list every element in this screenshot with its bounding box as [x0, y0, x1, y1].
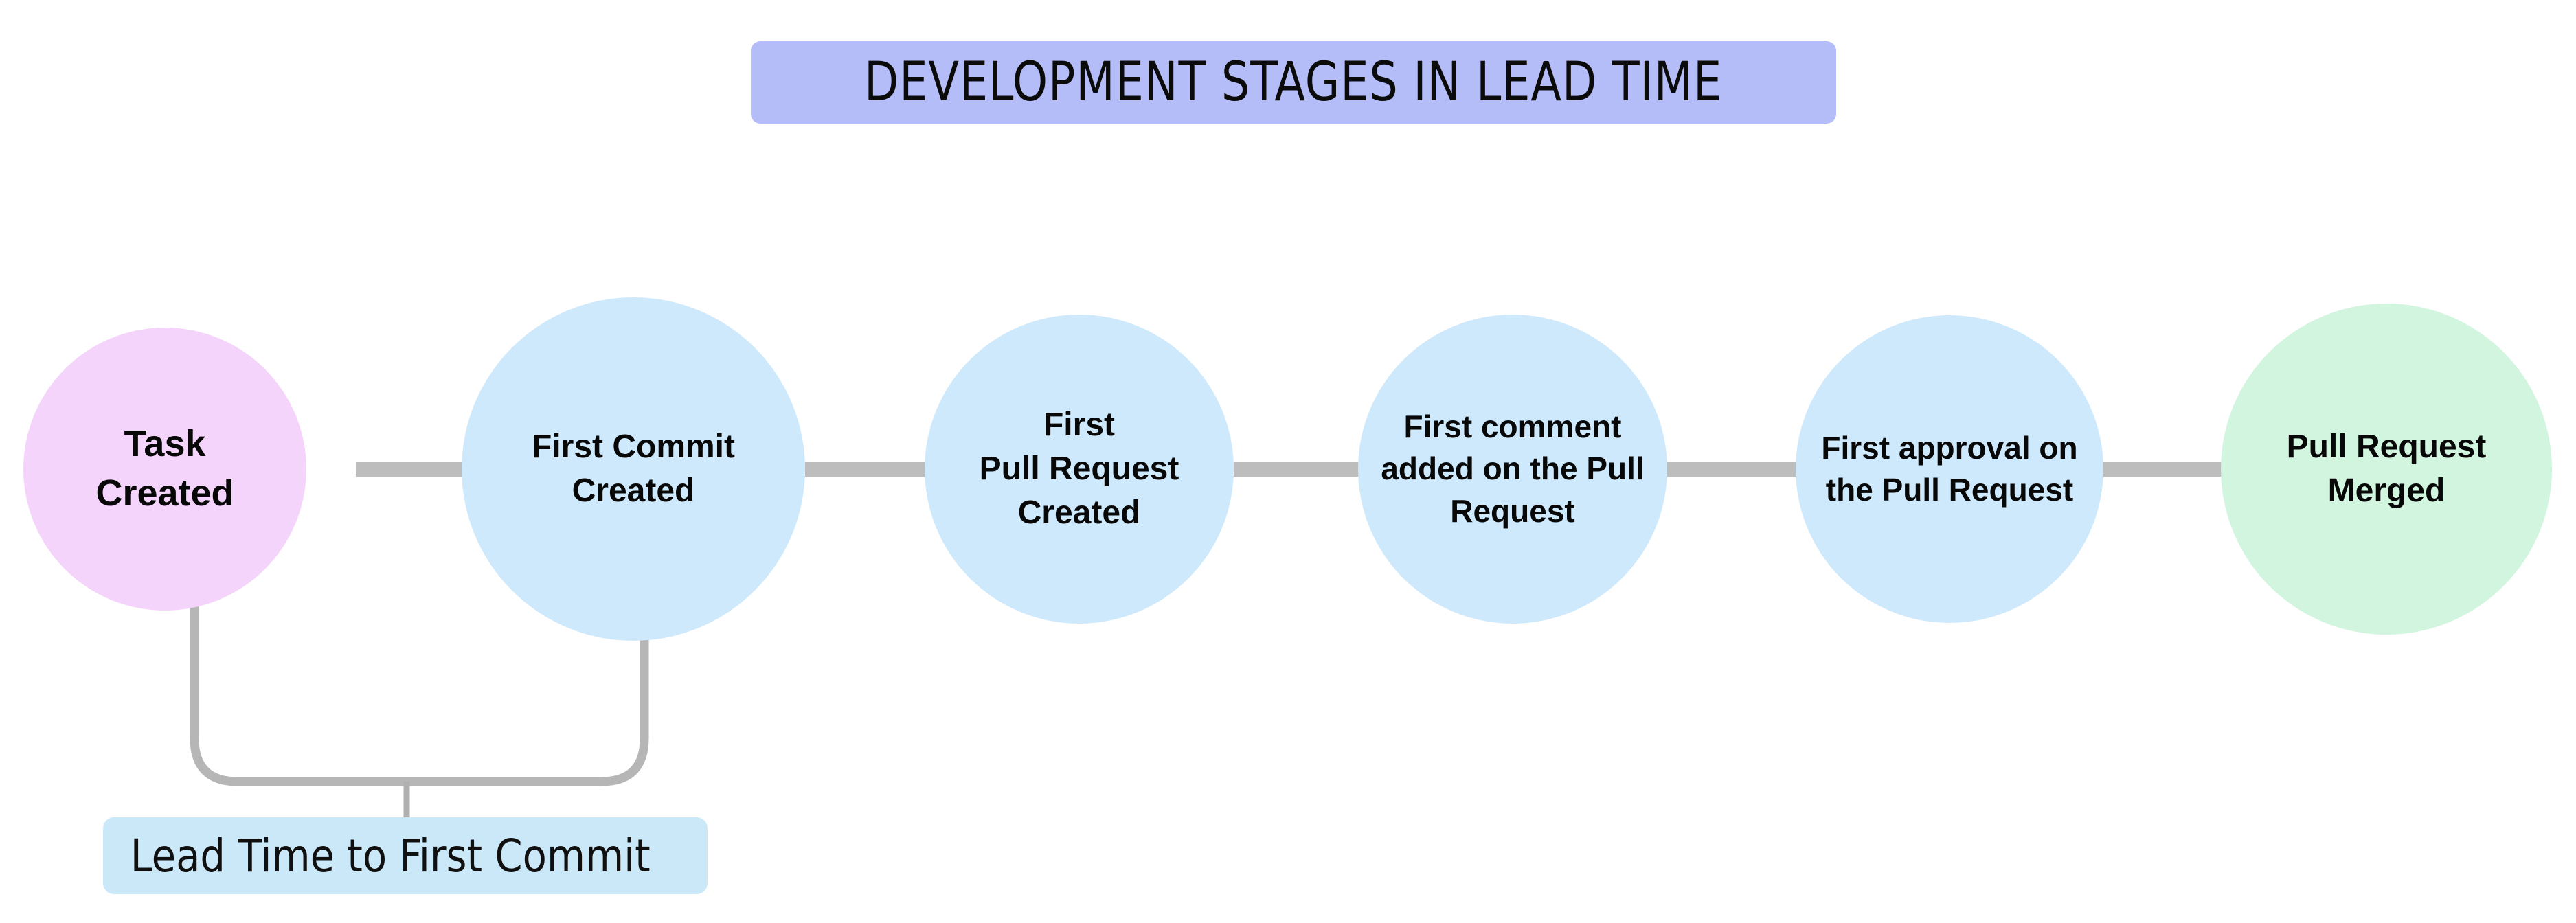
stage-label-pull-request-merged: Pull Request Merged — [2286, 429, 2487, 509]
connector-first-approval-to-merged — [2103, 461, 2222, 477]
stage-node-first-comment-added[interactable]: First comment added on the Pull Request — [1358, 315, 1667, 624]
stage-label-first-pull-request-created: First Pull Request Created — [979, 407, 1179, 531]
stage-node-task-created[interactable]: Task Created — [23, 328, 306, 611]
stage-node-pull-request-merged[interactable]: Pull Request Merged — [2221, 304, 2552, 635]
connector-first-commit-to-first-pr — [805, 461, 926, 477]
stage-label-first-commit-created: First Commit Created — [531, 429, 735, 509]
lead-time-annotation-box[interactable]: Lead Time to First Commit — [103, 817, 708, 894]
stage-node-first-commit-created[interactable]: First Commit Created — [462, 297, 805, 641]
stage-node-first-approval[interactable]: First approval on the Pull Request — [1796, 315, 2103, 623]
connector-task-to-first-commit — [356, 461, 464, 477]
page-title: DEVELOPMENT STAGES IN LEAD TIME — [864, 52, 1723, 113]
stage-label-first-approval: First approval on the Pull Request — [1821, 429, 2078, 508]
lead-time-bracket — [190, 597, 649, 821]
connector-first-pr-to-first-comment — [1234, 461, 1359, 477]
connector-first-comment-to-first-approval — [1667, 461, 1796, 477]
lead-time-annotation-label: Lead Time to First Commit — [130, 829, 651, 882]
diagram-title-banner: DEVELOPMENT STAGES IN LEAD TIME — [751, 41, 1836, 124]
stage-label-task-created: Task Created — [95, 423, 234, 514]
stage-node-first-pull-request-created[interactable]: First Pull Request Created — [925, 315, 1234, 624]
stage-label-first-comment-added: First comment added on the Pull Request — [1381, 409, 1645, 529]
